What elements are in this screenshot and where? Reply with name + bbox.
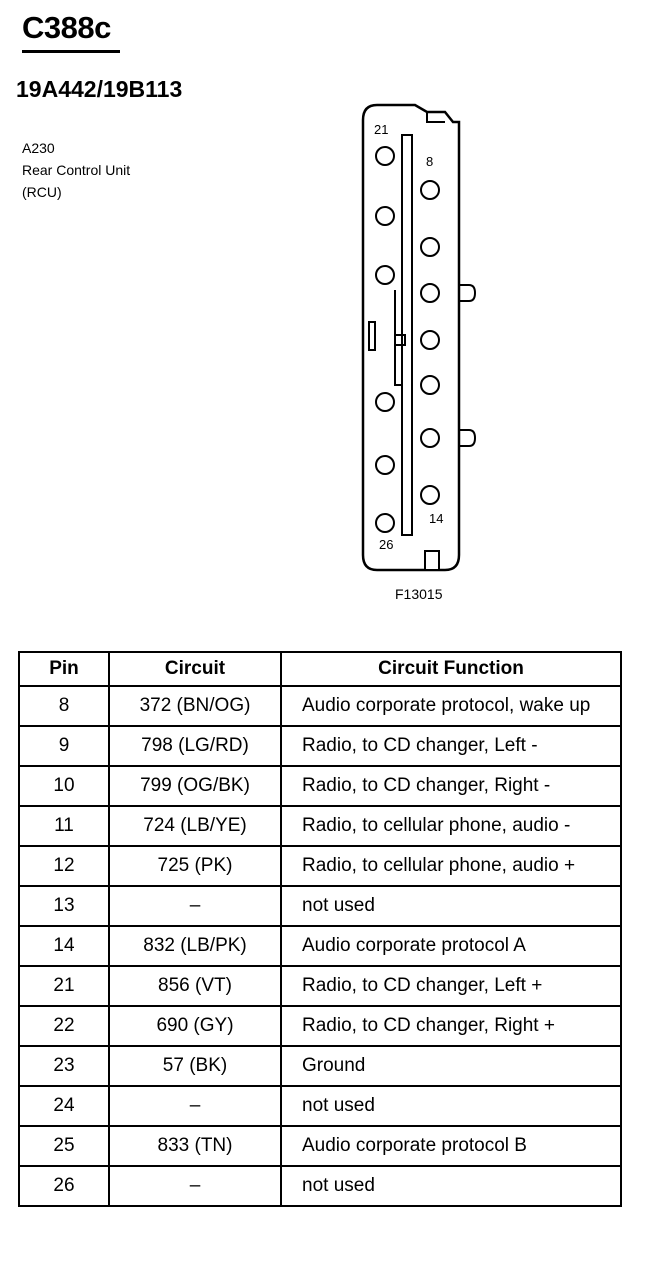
right-tab-lower bbox=[459, 429, 477, 447]
pin-hole bbox=[375, 146, 395, 166]
header-function: Circuit Function bbox=[280, 651, 622, 687]
pin-hole bbox=[375, 206, 395, 226]
pin-cell: 10 bbox=[18, 765, 110, 807]
pin-cell: 9 bbox=[18, 725, 110, 767]
pin-cell: 14 bbox=[18, 925, 110, 967]
circuit-cell: – bbox=[108, 1165, 282, 1207]
pin-label-14: 14 bbox=[429, 511, 443, 526]
table-row: 22 690 (GY) Radio, to CD changer, Right … bbox=[18, 1005, 622, 1047]
circuit-cell: 856 (VT) bbox=[108, 965, 282, 1007]
pin-label-26: 26 bbox=[379, 537, 393, 552]
table-row: 8 372 (BN/OG) Audio corporate protocol, … bbox=[18, 685, 622, 727]
circuit-cell: 798 (LG/RD) bbox=[108, 725, 282, 767]
pin-cell: 8 bbox=[18, 685, 110, 727]
function-cell: Radio, to CD changer, Left + bbox=[280, 965, 622, 1007]
component-info: A230 Rear Control Unit (RCU) bbox=[22, 137, 130, 203]
pin-hole bbox=[375, 392, 395, 412]
component-abbr: (RCU) bbox=[22, 184, 62, 200]
pin-cell: 23 bbox=[18, 1045, 110, 1087]
table-row: 26 – not used bbox=[18, 1165, 622, 1207]
pin-table: Pin Circuit Circuit Function 8 372 (BN/O… bbox=[18, 651, 622, 1207]
pin-cell: 25 bbox=[18, 1125, 110, 1167]
right-tab-upper bbox=[459, 284, 477, 302]
pin-hole bbox=[375, 513, 395, 533]
function-cell: Radio, to CD changer, Right - bbox=[280, 765, 622, 807]
function-cell: Audio corporate protocol, wake up bbox=[280, 685, 622, 727]
figure-id: F13015 bbox=[395, 586, 443, 602]
table-row: 13 – not used bbox=[18, 885, 622, 927]
left-tab bbox=[368, 321, 376, 351]
table-row: 14 832 (LB/PK) Audio corporate protocol … bbox=[18, 925, 622, 967]
pin-hole bbox=[420, 330, 440, 350]
center-latch bbox=[394, 290, 406, 386]
function-cell: Audio corporate protocol B bbox=[280, 1125, 622, 1167]
function-cell: not used bbox=[280, 1085, 622, 1127]
circuit-cell: 724 (LB/YE) bbox=[108, 805, 282, 847]
pin-label-21: 21 bbox=[374, 122, 388, 137]
pin-cell: 21 bbox=[18, 965, 110, 1007]
header-pin: Pin bbox=[18, 651, 110, 687]
pin-cell: 24 bbox=[18, 1085, 110, 1127]
circuit-cell: 832 (LB/PK) bbox=[108, 925, 282, 967]
component-name: Rear Control Unit bbox=[22, 162, 131, 178]
function-cell: Radio, to CD changer, Left - bbox=[280, 725, 622, 767]
pin-hole bbox=[420, 180, 440, 200]
pin-hole bbox=[420, 283, 440, 303]
circuit-cell: 690 (GY) bbox=[108, 1005, 282, 1047]
table-row: 12 725 (PK) Radio, to cellular phone, au… bbox=[18, 845, 622, 887]
pin-cell: 12 bbox=[18, 845, 110, 887]
component-code: A230 bbox=[22, 140, 55, 156]
circuit-cell: 833 (TN) bbox=[108, 1125, 282, 1167]
function-cell: Radio, to cellular phone, audio - bbox=[280, 805, 622, 847]
pin-hole bbox=[375, 455, 395, 475]
circuit-cell: – bbox=[108, 1085, 282, 1127]
pin-hole bbox=[420, 485, 440, 505]
table-row: 10 799 (OG/BK) Radio, to CD changer, Rig… bbox=[18, 765, 622, 807]
header-circuit: Circuit bbox=[108, 651, 282, 687]
function-cell: not used bbox=[280, 885, 622, 927]
connector-face-diagram: 21 8 26 14 bbox=[361, 103, 477, 572]
function-cell: Radio, to CD changer, Right + bbox=[280, 1005, 622, 1047]
function-cell: not used bbox=[280, 1165, 622, 1207]
table-row: 23 57 (BK) Ground bbox=[18, 1045, 622, 1087]
function-cell: Radio, to cellular phone, audio + bbox=[280, 845, 622, 887]
pin-cell: 26 bbox=[18, 1165, 110, 1207]
pin-hole bbox=[420, 237, 440, 257]
table-row: 9 798 (LG/RD) Radio, to CD changer, Left… bbox=[18, 725, 622, 767]
table-header-row: Pin Circuit Circuit Function bbox=[18, 651, 622, 687]
circuit-cell: 57 (BK) bbox=[108, 1045, 282, 1087]
function-cell: Audio corporate protocol A bbox=[280, 925, 622, 967]
pin-cell: 13 bbox=[18, 885, 110, 927]
connector-title: C388c bbox=[22, 10, 111, 45]
title-underline bbox=[22, 50, 120, 53]
table-row: 21 856 (VT) Radio, to CD changer, Left + bbox=[18, 965, 622, 1007]
pin-cell: 11 bbox=[18, 805, 110, 847]
function-cell: Ground bbox=[280, 1045, 622, 1087]
circuit-cell: 799 (OG/BK) bbox=[108, 765, 282, 807]
table-row: 24 – not used bbox=[18, 1085, 622, 1127]
pin-label-8: 8 bbox=[426, 154, 433, 169]
circuit-cell: 725 (PK) bbox=[108, 845, 282, 887]
table-row: 11 724 (LB/YE) Radio, to cellular phone,… bbox=[18, 805, 622, 847]
table-row: 25 833 (TN) Audio corporate protocol B bbox=[18, 1125, 622, 1167]
circuit-cell: 372 (BN/OG) bbox=[108, 685, 282, 727]
circuit-cell: – bbox=[108, 885, 282, 927]
connector-housing bbox=[361, 103, 461, 572]
pin-hole bbox=[420, 375, 440, 395]
pin-hole bbox=[420, 428, 440, 448]
pin-hole bbox=[375, 265, 395, 285]
bottom-key bbox=[424, 550, 440, 571]
top-key bbox=[426, 112, 445, 123]
part-numbers: 19A442/19B113 bbox=[16, 76, 183, 102]
pin-cell: 22 bbox=[18, 1005, 110, 1047]
